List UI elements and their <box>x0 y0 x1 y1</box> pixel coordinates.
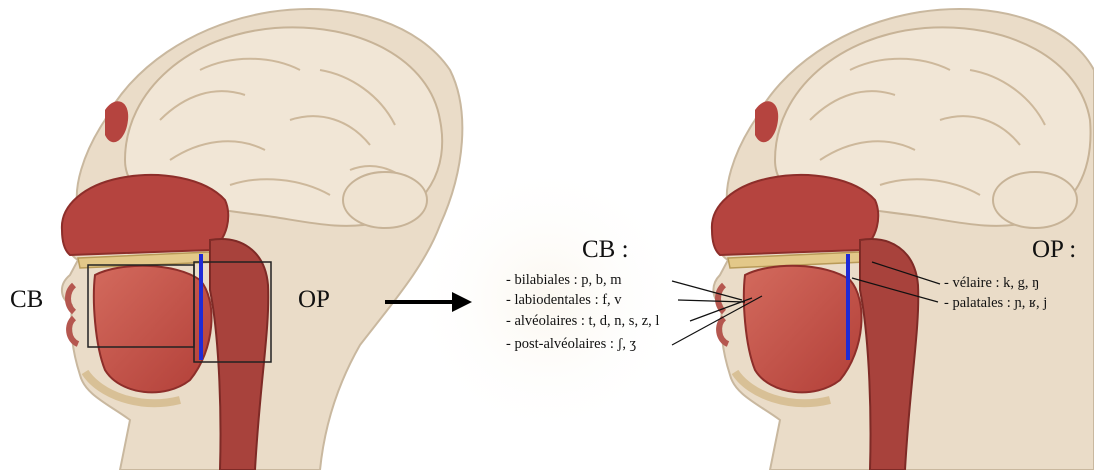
cb-heading: CB : <box>582 236 629 264</box>
right-tongue <box>744 266 862 393</box>
left-cerebellum <box>343 172 427 228</box>
left-head <box>62 9 462 470</box>
op-item-velaire: - vélaire : k, g, ŋ <box>944 275 1039 292</box>
op-item-palatales: - palatales : ɲ, ʁ, j <box>944 295 1047 312</box>
cb-item-labiodentales: - labiodentales : f, v <box>506 292 622 309</box>
right-cerebellum <box>993 172 1077 228</box>
right-head <box>672 9 1094 470</box>
cb-item-post-alveolaires: - post-alvéolaires : ʃ, ʒ <box>506 336 636 353</box>
cb-item-alveolaires: - alvéolaires : t, d, n, s, z, l <box>506 313 659 330</box>
left-cb-label: CB <box>10 286 43 314</box>
op-heading: OP : <box>1032 236 1076 264</box>
cb-item-bilabiales: - bilabiales : p, b, m <box>506 272 622 289</box>
left-op-label: OP <box>298 286 330 314</box>
